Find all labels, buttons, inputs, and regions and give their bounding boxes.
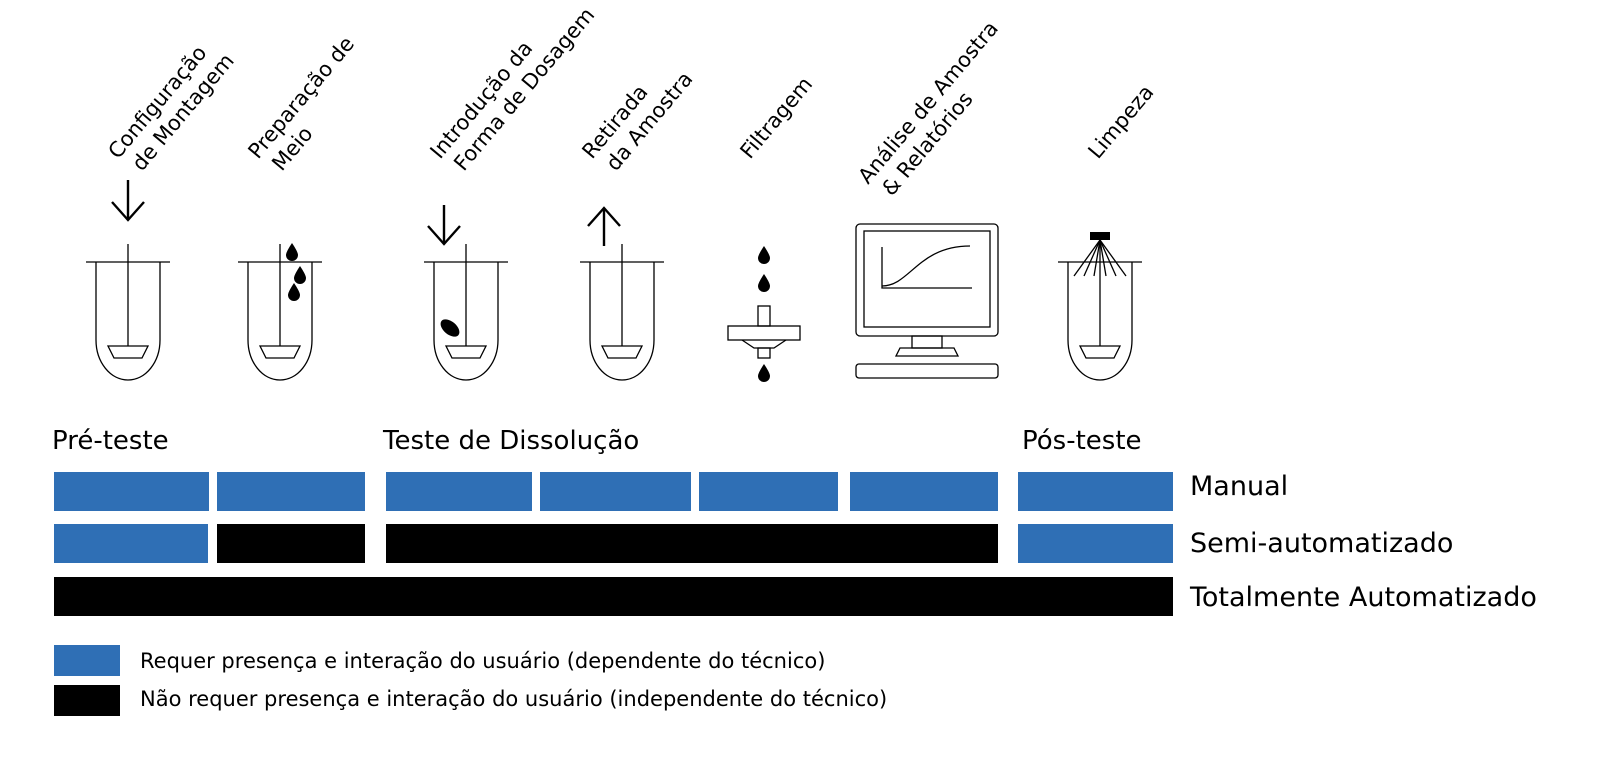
legend-swatch-blue bbox=[54, 645, 120, 676]
bar-segment bbox=[850, 472, 998, 511]
legend: Requer presença e interação do usuário (… bbox=[54, 645, 887, 716]
bar-segment bbox=[540, 472, 691, 511]
vessel-icon bbox=[86, 244, 170, 381]
drop-icon bbox=[286, 243, 306, 301]
legend-label-blue: Requer presença e interação do usuário (… bbox=[140, 649, 825, 673]
step-label-limpeza: Limpeza bbox=[1083, 80, 1158, 163]
bar-segment bbox=[217, 524, 365, 563]
bar-segment bbox=[54, 577, 1173, 616]
legend-swatch-black bbox=[54, 685, 120, 716]
bar-segment bbox=[1018, 524, 1173, 563]
row-label-manual: Manual bbox=[1190, 471, 1288, 502]
arrow-up-icon bbox=[587, 206, 621, 246]
step-label-filtragem: Filtragem bbox=[735, 72, 817, 163]
step-label-configuracao: Configuração de Montagem bbox=[103, 41, 238, 175]
svg-text:Análise de Amostra: Análise de Amostra bbox=[853, 16, 1003, 188]
filter-icon bbox=[727, 246, 801, 382]
legend-label-black: Não requer presença e interação do usuár… bbox=[140, 687, 887, 711]
bar-segment bbox=[217, 472, 365, 511]
svg-text:Forma de Dosagem: Forma de Dosagem bbox=[449, 3, 599, 175]
bar-segment bbox=[386, 524, 998, 563]
phase-label-post: Pós-teste bbox=[1022, 426, 1142, 456]
cleaning-vessel-icon bbox=[1058, 232, 1142, 381]
step-label-retirada: Retirada da Amostra bbox=[577, 67, 697, 175]
bar-segment bbox=[54, 524, 208, 563]
bar-segment bbox=[699, 472, 838, 511]
row-full: Totalmente Automatizado bbox=[54, 577, 1537, 616]
tablet-icon bbox=[440, 319, 460, 337]
vessel-icon bbox=[580, 244, 664, 381]
svg-text:Limpeza: Limpeza bbox=[1083, 80, 1158, 163]
bar-segment bbox=[54, 472, 209, 511]
phase-label-pre: Pré-teste bbox=[52, 426, 169, 456]
phase-label-test: Teste de Dissolução bbox=[382, 426, 639, 456]
computer-monitor-icon bbox=[855, 223, 999, 379]
step-label-introducao: Introdução da Forma de Dosagem bbox=[425, 3, 599, 175]
bar-segment bbox=[386, 472, 532, 511]
arrow-down-icon bbox=[427, 205, 461, 246]
vessel-icon bbox=[424, 244, 508, 381]
row-label-semi: Semi-automatizado bbox=[1190, 528, 1453, 559]
svg-text:Filtragem: Filtragem bbox=[735, 72, 817, 163]
step-label-analise: Análise de Amostra & Relatórios bbox=[853, 16, 1003, 200]
row-semi: Semi-automatizado bbox=[54, 524, 1453, 563]
row-manual: Manual bbox=[54, 471, 1288, 511]
arrow-down-icon bbox=[111, 180, 145, 222]
vessel-icon bbox=[238, 244, 322, 381]
bar-segment bbox=[1018, 472, 1173, 511]
row-label-full: Totalmente Automatizado bbox=[1189, 582, 1537, 613]
step-label-preparacao: Preparação de Meio bbox=[243, 32, 359, 175]
